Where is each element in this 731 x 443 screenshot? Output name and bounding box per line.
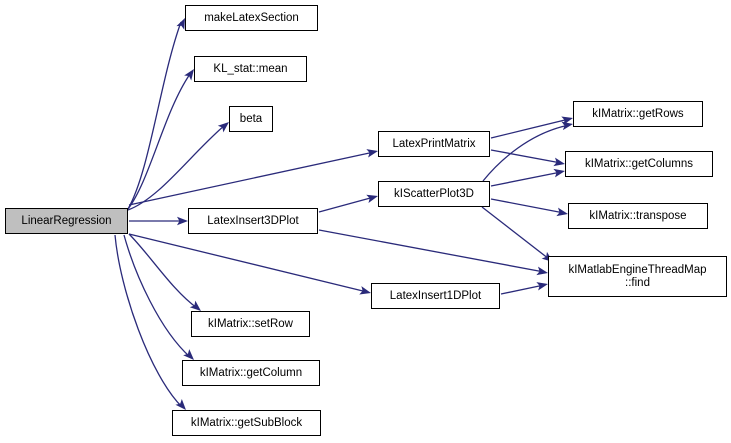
call-edge <box>490 198 565 214</box>
graph-node-kimatrix-setrow[interactable]: kIMatrix::setRow <box>191 311 310 337</box>
graph-node-kimatrix-getcolumns[interactable]: kIMatrix::getColumns <box>565 151 713 177</box>
call-edge <box>114 234 183 408</box>
arrow-head-icon <box>553 168 565 178</box>
arrow-head-icon <box>366 149 378 158</box>
graph-node-beta[interactable]: beta <box>229 106 273 132</box>
arrow-head-icon <box>183 349 194 360</box>
arrow-head-icon <box>177 216 188 226</box>
graph-node-label: KL_stat::mean <box>213 62 288 75</box>
graph-node-label: kIScatterPlot3D <box>394 187 474 200</box>
call-edge <box>481 206 550 260</box>
graph-node-kiscatterplot3d[interactable]: kIScatterPlot3D <box>378 181 490 207</box>
graph-node-kimatlabenginethreadmap-find[interactable]: kIMatlabEngineThreadMap ::find <box>548 256 727 297</box>
arrow-head-icon <box>189 300 201 311</box>
arrow-head-icon <box>366 194 378 204</box>
arrow-head-icon <box>536 282 548 291</box>
graph-node-kimatrix-getcolumn[interactable]: kIMatrix::getColumn <box>182 360 320 386</box>
graph-node-label: LatexPrintMatrix <box>392 137 476 150</box>
call-edge <box>490 118 570 139</box>
graph-node-kl-stat-mean[interactable]: KL_stat::mean <box>194 56 307 82</box>
graph-node-label: makeLatexSection <box>204 11 299 24</box>
call-edge <box>128 233 198 309</box>
graph-node-label: kIMatrix::getRows <box>592 107 684 120</box>
call-edge <box>123 234 191 358</box>
arrow-head-icon <box>176 18 185 30</box>
graph-node-kimatrix-transpose[interactable]: kIMatrix::transpose <box>568 203 708 229</box>
arrow-head-icon <box>553 157 565 167</box>
graph-node-label: LatexInsert3DPlot <box>207 214 299 227</box>
graph-node-label: LinearRegression <box>21 214 112 227</box>
call-edge <box>318 229 545 273</box>
graph-node-label: LatexInsert1DPlot <box>389 289 482 302</box>
call-edge <box>127 124 226 211</box>
call-edge <box>482 124 570 182</box>
graph-node-label: kIMatrix::getSubBlock <box>190 416 303 429</box>
graph-node-label: kIMatrix::transpose <box>589 209 687 222</box>
graph-node-label: kIMatrix::getColumn <box>199 366 303 379</box>
call-edge <box>490 171 562 187</box>
graph-node-linearregression[interactable]: LinearRegression <box>5 208 128 234</box>
arrow-head-icon <box>217 122 229 133</box>
graph-node-latexinsert1dplot[interactable]: LatexInsert1DPlot <box>371 283 500 309</box>
graph-node-latexprintmatrix[interactable]: LatexPrintMatrix <box>378 131 490 157</box>
graph-node-label: kIMatlabEngineThreadMap ::find <box>568 263 707 289</box>
graph-node-latexinsert3dplot[interactable]: LatexInsert3DPlot <box>188 208 318 234</box>
graph-node-label: beta <box>239 112 263 125</box>
arrow-head-icon <box>561 121 573 131</box>
arrow-head-icon <box>359 286 371 295</box>
arrow-head-icon <box>184 69 194 81</box>
call-edge <box>128 151 375 206</box>
arrow-head-icon <box>556 207 568 217</box>
call-edge <box>500 284 545 295</box>
graph-node-kimatrix-getsubblock[interactable]: kIMatrix::getSubBlock <box>172 410 321 436</box>
call-edge <box>127 21 182 210</box>
arrow-head-icon <box>536 266 548 276</box>
call-edge <box>127 73 191 210</box>
call-edge <box>490 149 562 164</box>
graph-node-label: kIMatrix::getColumns <box>584 157 693 170</box>
call-edge <box>318 196 375 213</box>
call-edge <box>128 233 368 293</box>
graph-node-label: kIMatrix::setRow <box>208 317 293 330</box>
graph-node-kimatrix-getrows[interactable]: kIMatrix::getRows <box>573 101 703 127</box>
graph-node-makelatexsection[interactable]: makeLatexSection <box>185 5 318 31</box>
arrow-head-icon <box>175 398 186 410</box>
